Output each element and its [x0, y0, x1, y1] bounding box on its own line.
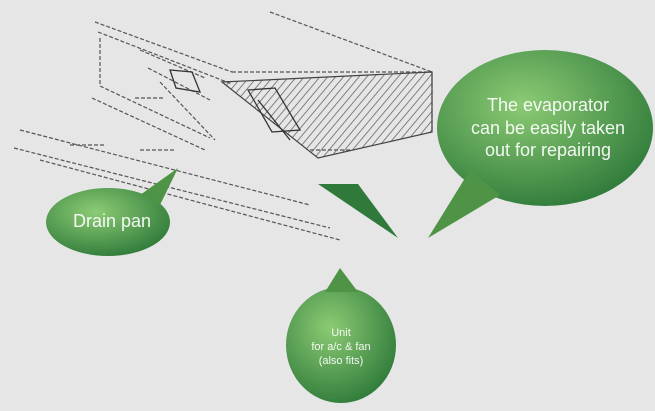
unit-callout-text: Unit for a/c & fan (also fits) — [286, 327, 396, 368]
evaporator-callout-line: out for repairing — [448, 139, 648, 162]
unit-callout-line: (also fits) — [286, 355, 396, 369]
drain-pan-label: Drain pan — [52, 210, 172, 233]
evaporator-callout-text: The evaporator can be easily taken out f… — [448, 94, 648, 162]
unit-callout-line: Unit — [286, 327, 396, 341]
evaporator-coil — [222, 72, 432, 158]
evaporator-callout-line: can be easily taken — [448, 117, 648, 140]
pointer-arrow — [318, 184, 398, 238]
evaporator-callout-line: The evaporator — [448, 94, 648, 117]
unit-callout-line: for a/c & fan — [286, 341, 396, 355]
